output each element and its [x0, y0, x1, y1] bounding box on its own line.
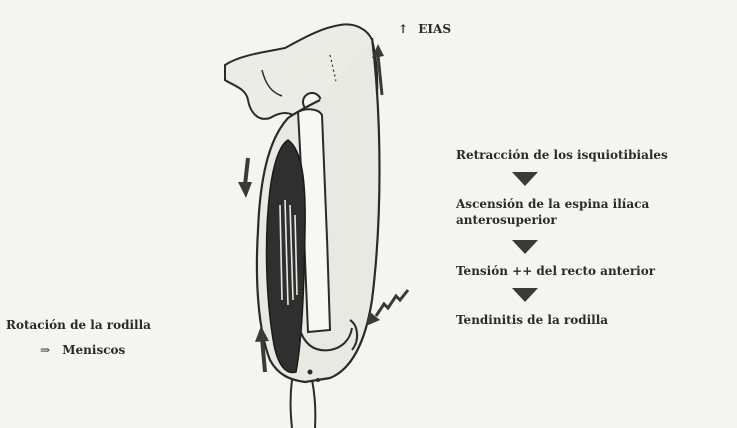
up-arrow-icon: ↑: [398, 22, 408, 36]
down-arrow-icon: [512, 172, 538, 186]
down-arrow-icon: [512, 288, 538, 302]
meniscos-label: ⇒ Meniscos: [40, 343, 125, 357]
down-arrow-icon: [512, 240, 538, 254]
double-arrow-icon: ⇒: [40, 343, 50, 357]
chain-step-ascension: Ascensión de la espina ilíaca: [456, 197, 649, 211]
chain-step-ascension-cont: anterosuperior: [456, 213, 557, 227]
joint-dot: [316, 378, 320, 382]
downward-arrow-hip: [238, 158, 252, 198]
chain-step-retraction: Retracción de los isquiotibiales: [456, 148, 668, 162]
tibia-upper: [291, 380, 316, 428]
chain-step-tendinitis: Tendinitis de la rodilla: [456, 313, 608, 327]
elias-label: ↑ EIAS: [398, 22, 451, 36]
joint-dot: [308, 370, 313, 375]
rotation-label: Rotación de la rodilla: [6, 318, 151, 332]
chain-step-tension: Tensión ++ del recto anterior: [456, 264, 655, 278]
